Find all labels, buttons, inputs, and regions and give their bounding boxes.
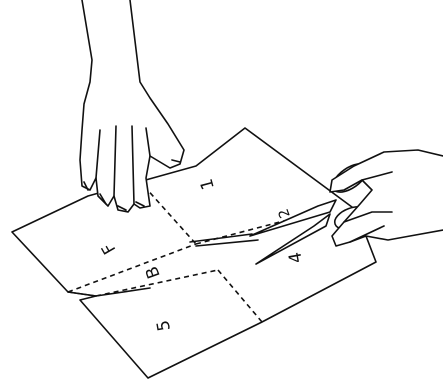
- paper-sheet: [12, 128, 376, 378]
- right-hand: [330, 150, 443, 246]
- hand-icon: [330, 150, 443, 246]
